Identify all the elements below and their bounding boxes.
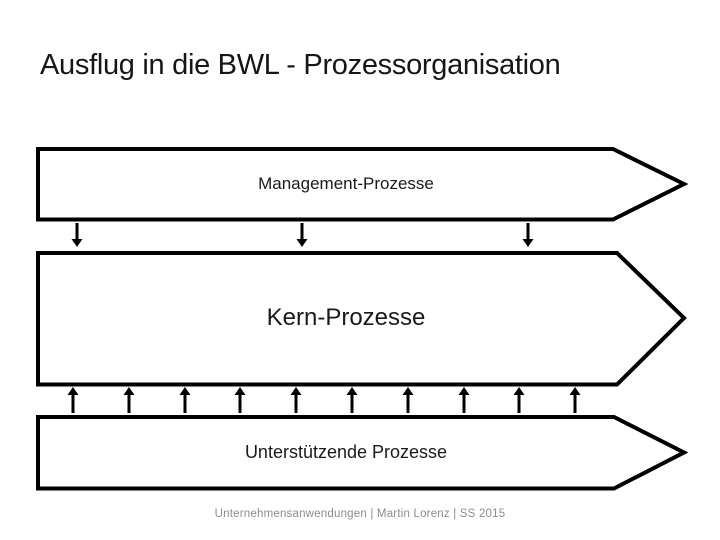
supporting-process-label: Unterstützende Prozesse bbox=[244, 441, 448, 462]
kern-process-label: Kern-Prozesse bbox=[266, 304, 426, 331]
slide-title: Ausflug in die BWL - Prozessorganisation bbox=[40, 49, 561, 81]
up-arrow-icon bbox=[179, 387, 191, 413]
supporting-process-arrow-shape bbox=[36, 415, 689, 491]
up-arrow-icon bbox=[290, 387, 302, 413]
up-arrow-icon bbox=[458, 387, 470, 413]
up-arrow-icon bbox=[123, 387, 135, 413]
management-process-label: Management-Prozesse bbox=[258, 174, 434, 193]
up-arrow-icon bbox=[569, 387, 581, 413]
up-arrow-icon bbox=[234, 387, 246, 413]
up-arrow-icon bbox=[67, 387, 79, 413]
management-process-arrow-shape bbox=[36, 147, 689, 222]
up-arrow-icon bbox=[402, 387, 414, 413]
down-arrow-icon bbox=[522, 223, 534, 247]
connectors-layer bbox=[67, 223, 581, 413]
kern-process-arrow-shape bbox=[36, 251, 687, 387]
down-arrow-icon bbox=[296, 223, 308, 247]
up-arrow-icon bbox=[346, 387, 358, 413]
down-arrow-icon bbox=[71, 223, 83, 247]
up-arrow-icon bbox=[513, 387, 525, 413]
slide-footer: Unternehmensanwendungen | Martin Lorenz … bbox=[214, 508, 506, 520]
